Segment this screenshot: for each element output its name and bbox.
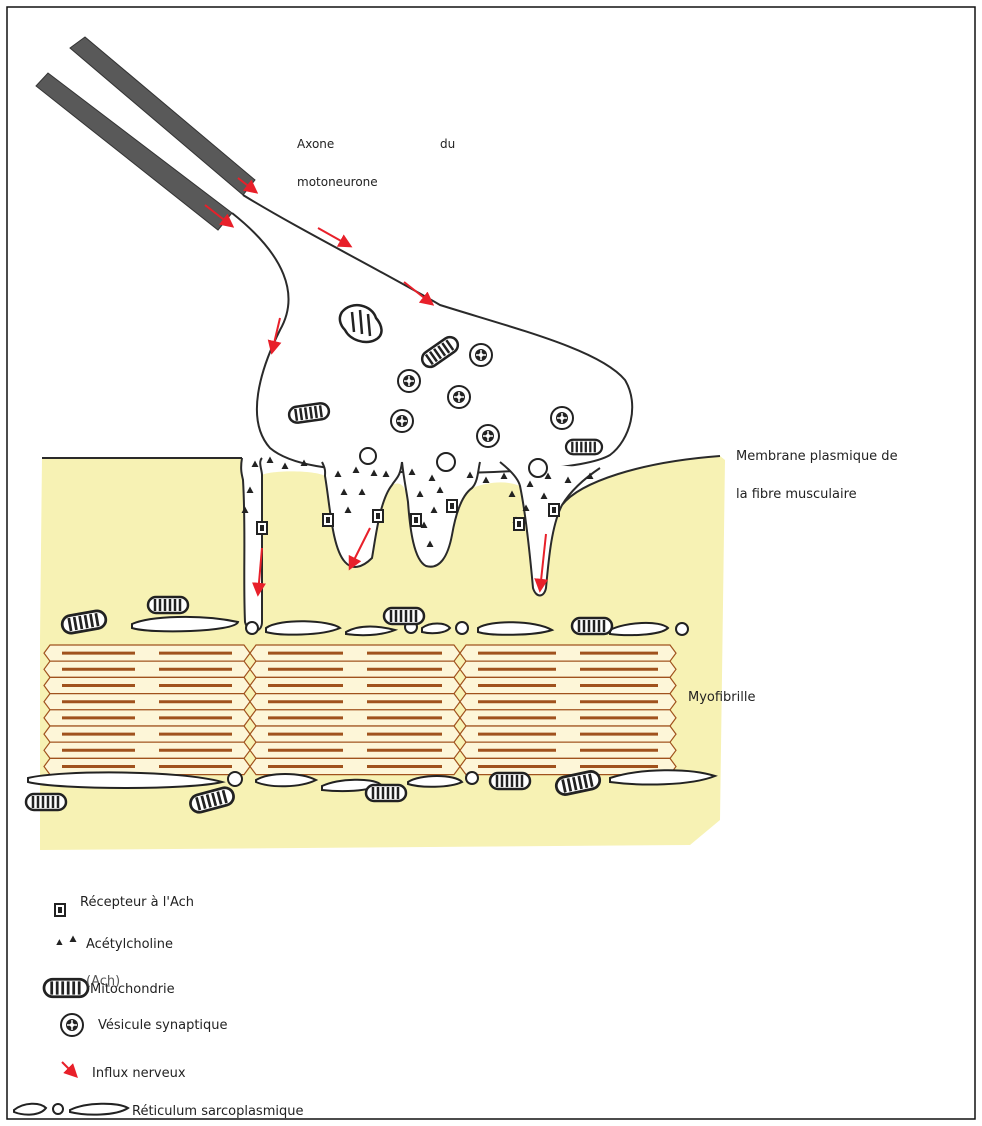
legend-mitochondria-icon [44, 979, 88, 997]
axon-terminal [232, 195, 632, 473]
membrane-label-line1: Membrane plasmique de [736, 449, 898, 465]
legend-arrow-icon [62, 1062, 76, 1076]
legend-glyphs [14, 904, 128, 1115]
legend-influx-label: Influx nerveux [92, 1066, 186, 1082]
legend-mitochondrie-label: Mitochondrie [90, 982, 175, 998]
myofibrille-label: Myofibrille [688, 690, 755, 706]
legend-acetylcholine-icon [56, 936, 76, 946]
legend-acetylcholine-label: Acétylcholine [86, 937, 173, 953]
axone-du-label: du [440, 136, 455, 152]
legend-vesicule-label: Vésicule synaptique [98, 1018, 228, 1034]
motoneurone-label: motoneurone [297, 174, 378, 190]
legend-reticulum-icon [14, 1104, 128, 1115]
legend-vesicle-icon [61, 1014, 83, 1036]
membrane-label-line2: la fibre musculaire [736, 487, 857, 503]
legend-receptor-icon [55, 904, 65, 916]
legend-reticulum-label: Réticulum sarcoplasmique [132, 1104, 303, 1120]
myofibril-bundle [44, 645, 676, 775]
legend-recepteur-label: Récepteur à l'Ach [80, 895, 194, 911]
axone-label: Axone [297, 136, 334, 152]
